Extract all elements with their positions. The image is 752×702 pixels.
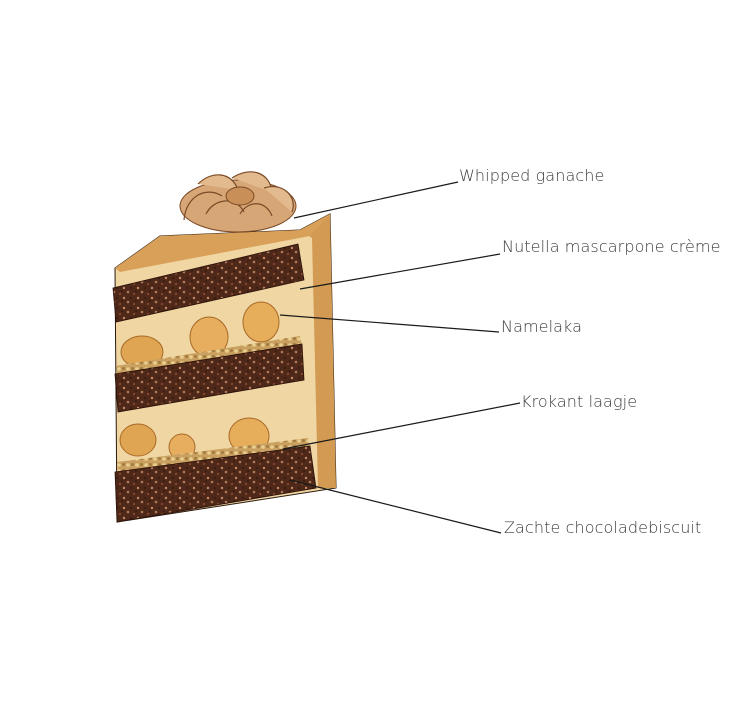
leader-line-krokant-laagje (282, 402, 521, 450)
label-zachte-chocoladebiscuit: Zachte chocoladebiscuit (504, 518, 702, 537)
leader-line-chocoladebiscuit (289, 479, 502, 534)
biscuit-layer-top (112, 243, 305, 323)
leader-line-nutella-mascarpone (299, 253, 501, 290)
biscuit-layer-middle (114, 343, 305, 413)
label-namelaka: Namelaka (501, 317, 583, 336)
leader-line-namelaka (279, 314, 500, 333)
label-nutella-mascarpone-creme: Nutella mascarpone crème (502, 237, 721, 256)
label-whipped-ganache: Whipped ganache (459, 166, 605, 185)
whipped-ganache-rosette (179, 171, 297, 233)
leader-lines (279, 181, 521, 534)
cake-side-crust (300, 214, 336, 488)
biscuit-layer-bottom (114, 445, 317, 523)
hazelnut (119, 423, 157, 457)
hazelnut (242, 301, 280, 343)
cake-slice (112, 171, 337, 523)
label-krokant-laagje: Krokant laagje (521, 392, 638, 411)
cake-top-crust (115, 214, 330, 272)
leader-line-whipped-ganache (293, 181, 459, 219)
